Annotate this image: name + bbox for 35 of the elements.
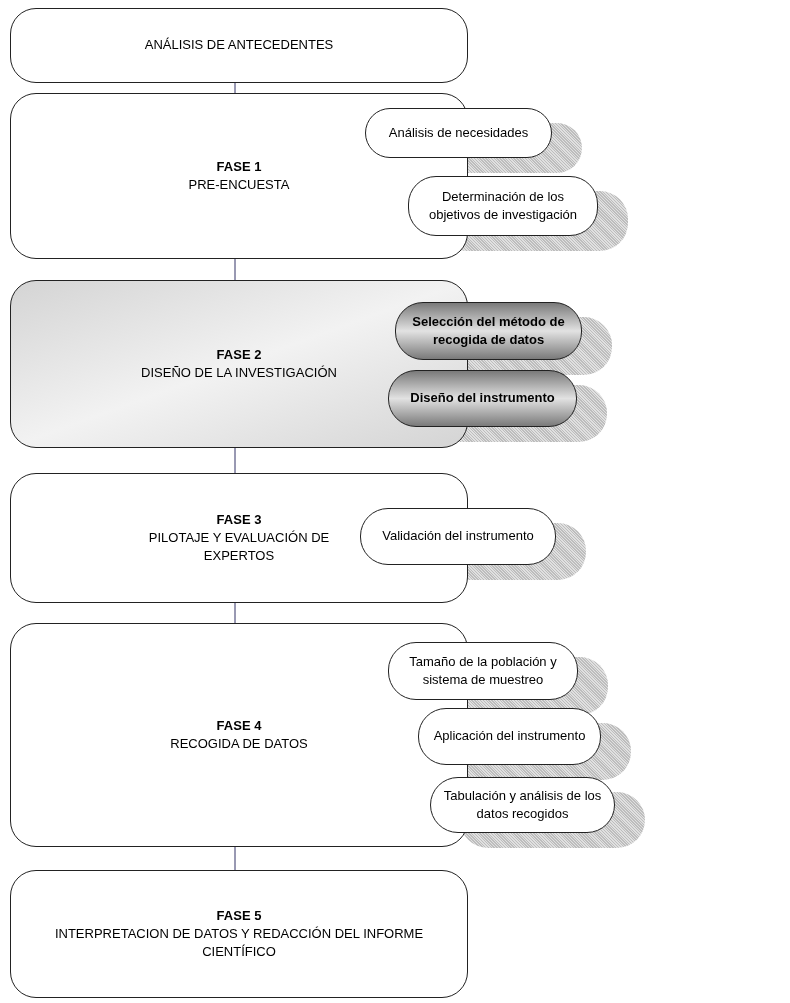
step-label: INTERPRETACION DE DATOS Y REDACCIÓN DEL INFORME CIENTÍFICO (53, 924, 425, 962)
phase-heading: FASE 2 (216, 345, 262, 364)
step-label: Selección del método de recogida de datos (411, 312, 566, 349)
step-pill (408, 176, 598, 236)
phase-heading: FASE 1 (216, 157, 262, 176)
step-label: Tabulación y análisis de los datos recogidos (443, 786, 602, 823)
step-label: PRE-ENCUESTA (188, 176, 290, 194)
step-label: Diseño del instrumento (410, 389, 555, 408)
step-label: Determinación de los objetivos de investigación (427, 187, 579, 224)
step-pill (418, 708, 601, 765)
step-pill (430, 777, 615, 833)
phase-box (10, 870, 468, 998)
step-label: Aplicación del instrumento (433, 727, 586, 746)
step-label: ANÁLISIS DE ANTECEDENTES (144, 36, 334, 55)
step-pill (360, 508, 556, 565)
phase-heading: FASE 3 (216, 510, 262, 529)
step-pill (365, 108, 552, 158)
phase-heading: FASE 4 (216, 716, 262, 735)
phase-heading: FASE 5 (216, 906, 262, 925)
step-label: RECOGIDA DE DATOS (170, 735, 308, 753)
step-label: Tamaño de la población y sistema de muestreo (408, 652, 558, 689)
step-pill (388, 370, 577, 427)
step-label: DISEÑO DE LA INVESTIGACIÓN (141, 364, 337, 382)
connector-line (234, 602, 236, 624)
connector-line (234, 846, 236, 871)
step-label: Validación del instrumento (382, 527, 534, 546)
connector-line (234, 447, 236, 474)
phase-box (10, 8, 468, 83)
phase-box (10, 473, 468, 603)
connector-line (234, 82, 236, 94)
step-label: Análisis de necesidades (388, 123, 529, 142)
step-label: PILOTAJE Y EVALUACIÓN DE EXPERTOS (147, 528, 331, 566)
connector-line (234, 258, 236, 281)
step-pill (395, 302, 582, 360)
step-pill (388, 642, 578, 700)
